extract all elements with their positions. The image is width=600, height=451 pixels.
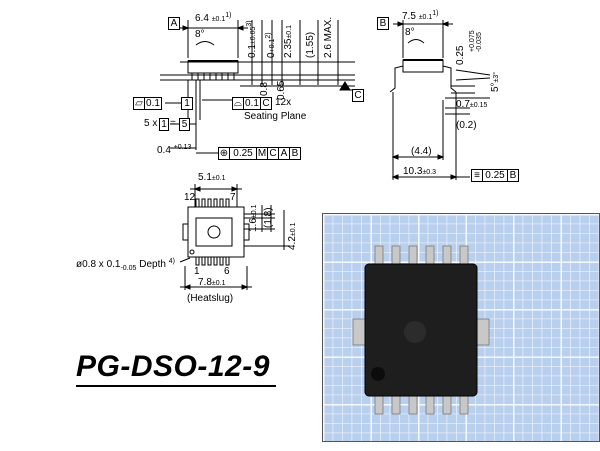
dim-0-7-b: 0.7±0.15 [456,99,488,110]
angle-b: 8° [405,27,415,38]
pitch-value: 5 [179,118,190,131]
lead-width: 0.4 +0.13 [157,144,192,156]
flatness-value: 0.1 [144,97,162,110]
coplanarity-icon: ⌓ [232,97,244,110]
heatslug-top-leads [195,198,230,208]
datum-c-label: C [352,89,364,102]
photo-top-leads [374,245,469,269]
width-dim-a: 6.4 ±0.11) [195,12,232,24]
heatslug-pad [195,217,233,247]
photo-art [323,214,599,441]
angle-a: 8° [195,29,205,40]
pitch-count: 5 x [144,118,158,129]
position-value: 0.25 [229,147,257,160]
symmetry-value: 0.25 [482,169,508,182]
dim-2-35-a: 2.35±0.1 [283,24,294,58]
width-dim-b: 7.5 ±0.11) [402,10,439,22]
dim-5-1-h: 5.1±0.1 [198,172,226,183]
dim-0-2-b: (0.2) [456,120,477,131]
dim-0-a: 0+0.12) [265,32,277,58]
dim-4-2-h: 4.2±0.1 [287,222,298,250]
dim-1-6-h: 1.6±0.1 [248,204,259,232]
photo-center-mark [404,321,426,343]
dim-0-1-a: 0.1±0.053) [246,20,258,58]
pin-6-label: 6 [224,266,230,277]
angle-5-b: 5°±3° [490,71,501,92]
side-b-lead-left [389,65,404,93]
pin-12-label: 12 [184,192,196,203]
view-b-label: B [377,17,389,30]
coplanarity-value: 0.1 [243,97,261,110]
view-a-label: A [168,17,180,30]
dim-10-3-b: 10.3±0.3 [403,166,437,177]
heatslug-bottom-leads [195,256,230,266]
flatness-ref: 1 [181,97,193,110]
pitch-eq: = [170,118,176,129]
dim-0-25-tol-minus: -0.035 [476,32,483,52]
pitch-box: 1 [159,118,169,131]
coplanarity-ref: C [260,97,272,110]
pin-7-label: 7 [230,192,236,203]
side-b-body [402,59,444,73]
package-title: PG-DSO-12-9 [76,350,270,383]
coplanarity-count: 12x [275,97,292,108]
side-a-body [187,60,239,74]
dim-1-55-a: (1.55) [305,31,316,58]
dim-4-4-b: (4.4) [411,146,432,157]
side-a-leads [191,73,235,80]
depth-note: ø0.8 x 0.1-0.05 Depth 4) [76,258,175,272]
heatslug-depression [207,225,221,239]
title-underline [76,385,276,387]
package-photo [322,213,600,442]
heatslug-caption: (Heatslug) [187,293,234,304]
dim-2-6-max-a: 2.6 MAX. [323,16,334,58]
photo-pin1-mark [371,367,385,381]
position-datum-b: B [289,147,301,160]
pin-1-label: 1 [194,266,200,277]
dim-0-8-a: 0.8 [259,82,270,96]
dim-1-8-h: (1.8) [263,207,274,228]
seating-plane-label: Seating Plane [244,111,307,122]
symmetry-ref: B [507,169,519,182]
dim-0-25-b: 0.25 [455,45,466,65]
dim-7-8-h: 7.8±0.1 [198,277,226,288]
side-b-lead-right [442,65,457,93]
